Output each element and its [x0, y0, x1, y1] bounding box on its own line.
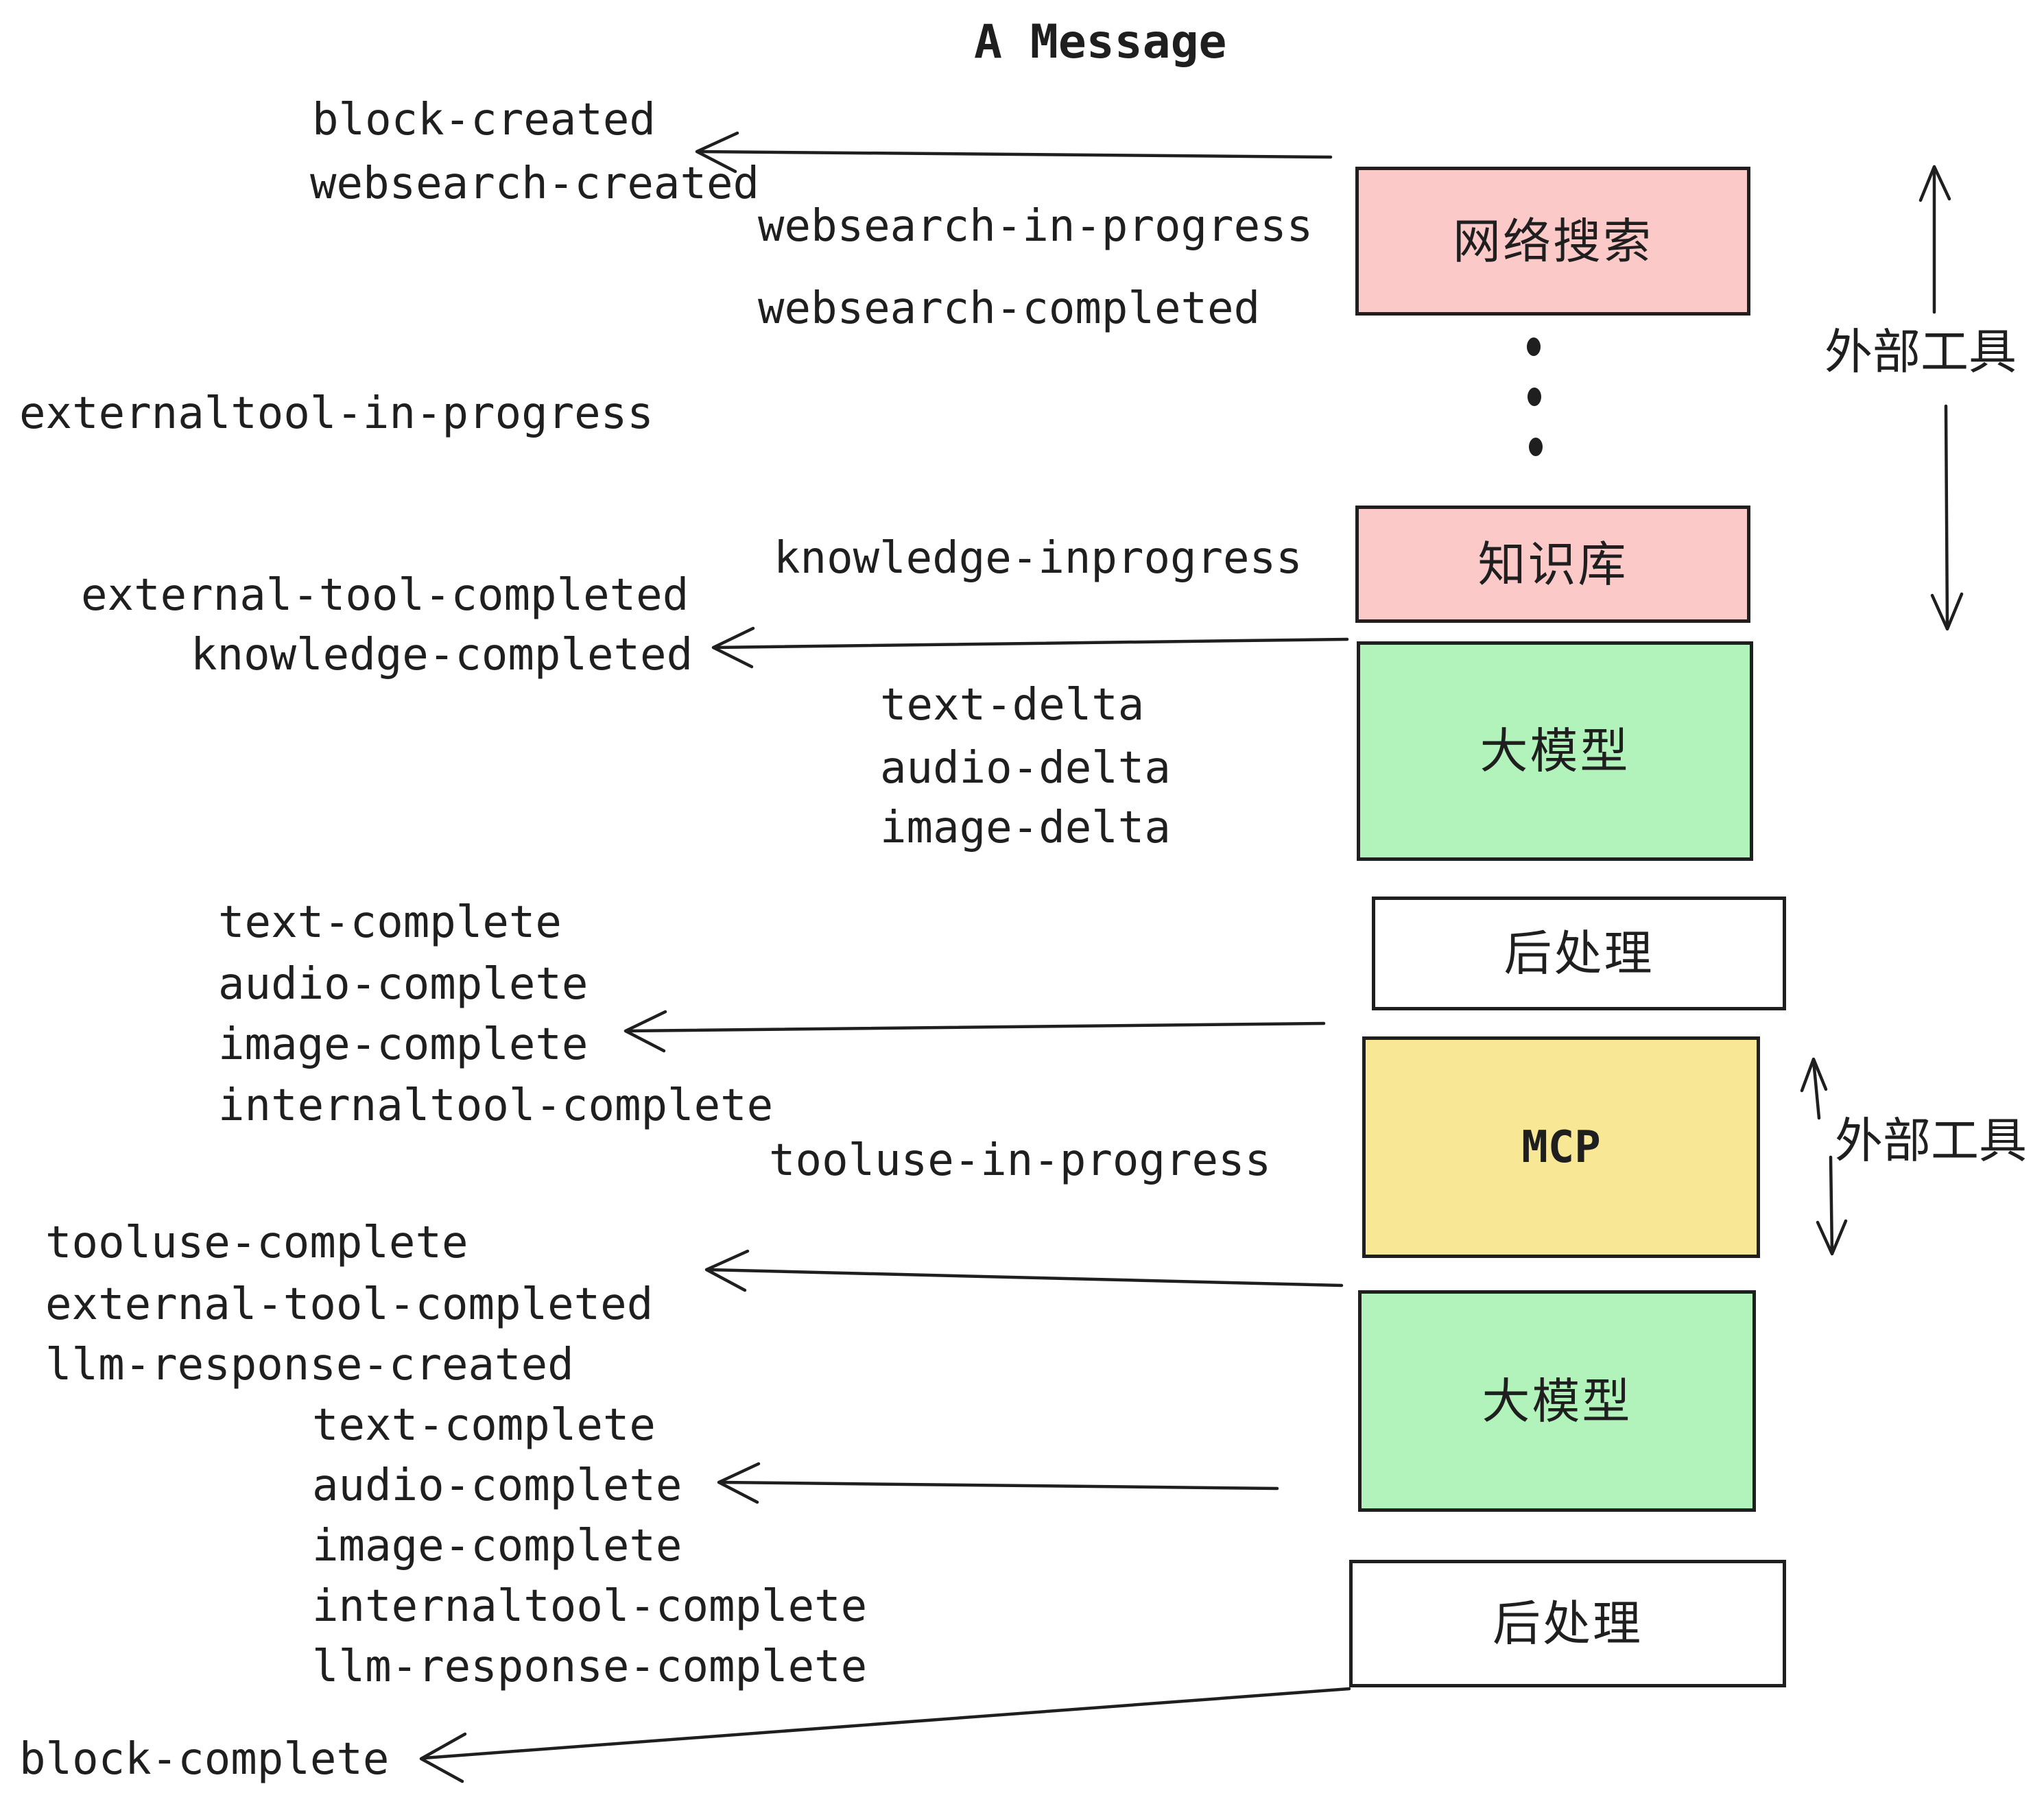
event-externaltool-in-progress: externaltool-in-progress [19, 388, 654, 439]
ellipsis-dot [1527, 337, 1541, 356]
node-post-top-label: 后处理 [1504, 925, 1654, 982]
event-websearch-created: websearch-created [310, 158, 760, 209]
event-knowledge-completed: knowledge-completed [191, 630, 693, 680]
arrow-mcp-to-tooluse-complete [704, 1249, 1344, 1292]
node-llm-bottom: 大模型 [1358, 1290, 1756, 1512]
event-block-created: block-created [312, 95, 656, 145]
arrow-external-tools-top-up [1918, 165, 1951, 314]
ellipsis-dot [1529, 438, 1543, 456]
arrow-websearch-to-block-created [695, 131, 1333, 174]
arrow-external-tools-mcp-up [1800, 1057, 1828, 1120]
node-knowledge: 知识库 [1355, 506, 1750, 623]
diagram-title: A Message [974, 15, 1227, 69]
event-text-complete: text-complete [218, 897, 562, 948]
event-llm-response-created: llm-response-created [45, 1340, 574, 1390]
node-post-bottom-label: 后处理 [1493, 1595, 1643, 1652]
arrow-external-tools-top-down [1930, 404, 1964, 631]
event-text-delta: text-delta [880, 680, 1145, 731]
event-image-delta: image-delta [880, 803, 1171, 853]
event-audio-delta: audio-delta [880, 743, 1171, 794]
event-audio-complete-2: audio-complete [312, 1460, 682, 1511]
event-internaltool-complete-2: internaltool-complete [312, 1581, 868, 1632]
event-knowledge-inprogress: knowledge-inprogress [774, 533, 1303, 584]
node-llm-bottom-label: 大模型 [1482, 1373, 1632, 1429]
event-block-complete: block-complete [19, 1734, 390, 1785]
ellipsis-dot [1528, 388, 1541, 406]
arrow-llm2-to-audio-complete [717, 1462, 1279, 1504]
event-text-complete-2: text-complete [312, 1400, 656, 1451]
node-llm-top: 大模型 [1357, 641, 1753, 861]
arrow-llm-to-knowledge-completed [711, 626, 1349, 669]
event-llm-response-complete: llm-response-complete [312, 1641, 868, 1692]
arrow-post2-to-block-complete [419, 1687, 1351, 1783]
arrow-external-tools-mcp-down [1816, 1155, 1848, 1256]
node-mcp-label: MCP [1521, 1121, 1601, 1173]
external-tools-label-mcp: 外部工具 [1835, 1113, 2027, 1169]
event-tooluse-in-progress: tooluse-in-progress [769, 1135, 1272, 1186]
event-image-complete: image-complete [218, 1019, 589, 1070]
event-external-tool-completed: external-tool-completed [81, 570, 689, 621]
node-knowledge-label: 知识库 [1477, 536, 1628, 593]
node-websearch-label: 网络搜索 [1453, 213, 1653, 270]
node-post-bottom: 后处理 [1349, 1560, 1786, 1687]
event-internaltool-complete: internaltool-complete [218, 1080, 774, 1131]
event-image-complete-2: image-complete [312, 1521, 682, 1571]
event-audio-complete: audio-complete [218, 959, 589, 1010]
node-llm-top-label: 大模型 [1479, 723, 1630, 779]
external-tools-label-top: 外部工具 [1825, 324, 2017, 380]
node-websearch: 网络搜索 [1355, 167, 1750, 316]
node-mcp: MCP [1362, 1036, 1760, 1258]
event-external-tool-completed-2: external-tool-completed [45, 1279, 654, 1330]
node-post-top: 后处理 [1372, 897, 1786, 1010]
event-websearch-completed: websearch-completed [758, 283, 1261, 334]
arrow-post-to-image-complete [623, 1010, 1326, 1053]
event-websearch-in-progress: websearch-in-progress [758, 201, 1314, 252]
event-tooluse-complete: tooluse-complete [45, 1218, 468, 1268]
